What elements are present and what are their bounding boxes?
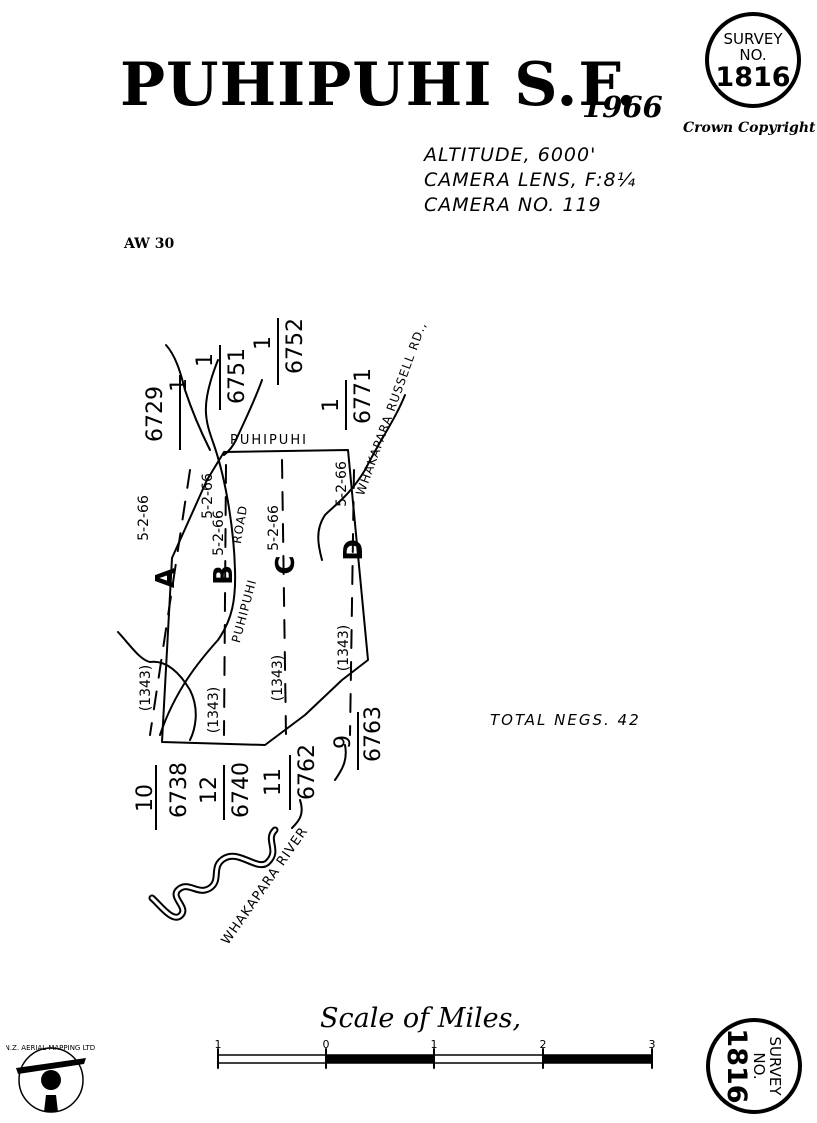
run-c-top-frame: 1 xyxy=(251,336,276,350)
flight-line-a xyxy=(149,469,191,736)
run-b-top-neg: 6751 xyxy=(225,348,250,404)
run-c-top-neg: 6752 xyxy=(283,318,308,374)
run-c-date: 5-2-66 xyxy=(266,505,282,551)
survey-stamp-bottom: SURVEY NO. 1816 xyxy=(706,1018,802,1114)
stamp-no-label: NO. xyxy=(739,46,767,64)
run-d-altitude: (1343) xyxy=(336,625,352,672)
stamp-survey-label: SURVEY xyxy=(723,30,783,48)
river-label: WHAKAPARA RIVER xyxy=(219,824,312,947)
scale-tick-1: 1 xyxy=(431,1038,438,1051)
place-puhipuhi: PUHIPUHI xyxy=(230,433,308,448)
stamp-no-label: NO. xyxy=(750,1052,768,1080)
run-d-bottom-neg: 6763 xyxy=(361,706,386,762)
run-b-date-2: 5-2-66 xyxy=(211,510,227,556)
altitude-text: ALTITUDE, 6000' xyxy=(424,144,597,166)
scale-bar-fill-1 xyxy=(326,1055,434,1063)
crown-copyright: Crown Copyright xyxy=(683,120,816,136)
creek-line xyxy=(117,631,197,741)
stamp-survey-label: SURVEY xyxy=(766,1036,784,1096)
run-d-top-frame: 1 xyxy=(319,398,344,412)
camera-lens-text: CAMERA LENS, F:8¼ xyxy=(424,169,637,191)
road-label-puhipuhi: PUHIPUHI xyxy=(229,578,259,645)
scale-title: Scale of Miles, xyxy=(320,1003,522,1034)
road-label-road: ROAD xyxy=(230,504,251,545)
flight-line-c xyxy=(281,459,287,736)
stamp-survey-number: 1816 xyxy=(715,62,791,93)
run-d-bottom-frame: 9 xyxy=(331,735,356,749)
run-b-date: 5-2-66 xyxy=(200,473,216,519)
run-a-bottom-frame: 10 xyxy=(133,784,158,812)
whakapara-river xyxy=(148,826,279,921)
flight-info: ALTITUDE, 6000' CAMERA LENS, F:8¼ CAMERA… xyxy=(424,143,636,218)
run-b-altitude: (1343) xyxy=(206,687,222,734)
camera-number-text: CAMERA NO. 119 xyxy=(424,194,602,216)
survey-stamp-top: SURVEY NO. 1816 xyxy=(705,12,801,108)
run-b-top-frame: 1 xyxy=(193,353,218,367)
run-b-bottom-neg: 6740 xyxy=(229,762,254,818)
run-d-letter: D xyxy=(339,539,369,561)
track-line xyxy=(165,344,211,451)
run-d-top-neg: 6771 xyxy=(351,368,376,424)
logo-text: N.Z. AERIAL MAPPING LTD. xyxy=(6,1044,96,1052)
run-a-letter: A xyxy=(151,568,181,588)
run-b-bottom-frame: 12 xyxy=(197,776,222,804)
total-negatives: TOTAL NEGS. 42 xyxy=(490,711,641,729)
run-d-date: 5-2-66 xyxy=(334,461,350,507)
scale-bar-fill-2 xyxy=(543,1055,652,1063)
nz-aerial-mapping-logo: N.Z. AERIAL MAPPING LTD. xyxy=(6,1044,96,1113)
run-b-letter: B xyxy=(209,565,239,585)
run-a-date: 5-2-66 xyxy=(136,495,152,541)
run-a-bottom-neg: 6738 xyxy=(167,762,192,818)
run-c-altitude: (1343) xyxy=(270,655,286,702)
run-c-bottom-neg: 6762 xyxy=(295,744,320,800)
puhipuhi-road xyxy=(159,359,237,736)
map-title: PUHIPUHI S.F. xyxy=(120,50,638,120)
run-a-altitude: (1343) xyxy=(138,665,154,712)
scale-tick-2: 2 xyxy=(540,1038,547,1051)
survey-year: 1966 xyxy=(582,90,663,124)
run-c-letter: C xyxy=(271,555,301,574)
scale-tick-1-left: 1 xyxy=(215,1038,222,1051)
stamp-survey-number: 1816 xyxy=(721,1028,752,1104)
flight-line-d xyxy=(349,469,355,736)
run-a-top-neg: 6729 xyxy=(143,386,168,442)
scale-tick-3: 3 xyxy=(649,1038,656,1051)
flight-line-b xyxy=(223,464,227,736)
russell-road xyxy=(317,394,406,561)
run-c-bottom-frame: 11 xyxy=(261,768,286,796)
scale-tick-0: 0 xyxy=(323,1038,330,1051)
track-line-2 xyxy=(223,379,263,456)
reference-code: AW 30 xyxy=(124,236,175,252)
